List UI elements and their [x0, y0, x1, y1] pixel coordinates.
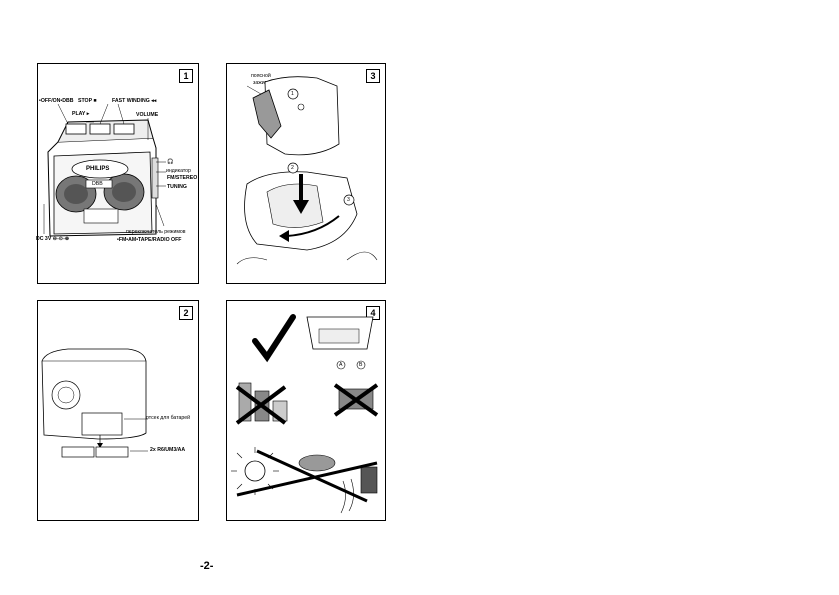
- label-fm-am-tape: •FM•AM•TAPE/RADIO OFF: [117, 237, 182, 243]
- figure-panel-2: 2 отсек для батарей 2x R6/UM3/AA: [37, 300, 199, 521]
- belt-clip-illustration: [236, 76, 378, 265]
- label-fast-winding: FAST WINDING ◂◂: [112, 98, 157, 104]
- label-belt-clip-line2: зажим: [253, 80, 269, 86]
- figure-panel-1: 1: [36, 63, 199, 284]
- label-indicator: индикатор: [166, 168, 191, 174]
- panel-number: 3: [366, 69, 380, 83]
- brand-logo: PHILIPS: [86, 166, 110, 172]
- dbb-badge: DBB: [92, 181, 103, 187]
- panel-number: 2: [179, 306, 193, 320]
- panel-number: 1: [179, 69, 193, 83]
- battery-compartment-illustration: [41, 348, 148, 458]
- connector-label-b: B: [359, 362, 363, 368]
- step-1-marker: 1: [291, 91, 294, 97]
- label-play: PLAY ▸: [72, 111, 90, 117]
- label-mode-switch: переключатель режимов: [126, 229, 186, 235]
- step-3-marker: 3: [347, 197, 350, 203]
- label-belt-clip-line1: поясной: [251, 73, 271, 79]
- step-2-marker: 2: [291, 165, 294, 171]
- label-battery-compartment: отсек для батарей: [146, 415, 191, 421]
- label-off-on-dbb: •OFF/ON•DBB: [39, 98, 74, 104]
- label-tuning: TUNING: [167, 184, 187, 190]
- care-warnings-illustration: [231, 314, 379, 514]
- label-battery-type: 2x R6/UM3/AA: [150, 447, 186, 453]
- headphone-icon: 🎧: [167, 159, 174, 165]
- panel-number: 4: [366, 306, 380, 320]
- label-volume: VOLUME: [136, 112, 159, 118]
- cassette-player-illustration: [43, 103, 166, 237]
- figure-panel-3: 3 поясной зажим 1 2 3: [226, 63, 386, 284]
- label-dc-input: DC 3V ⊖-⊙-⊕: [36, 236, 70, 242]
- label-fm-stereo: FM/STEREO: [167, 175, 198, 181]
- connector-label-a: A: [339, 362, 343, 368]
- figure-panel-4: 4 A B: [226, 300, 386, 521]
- label-stop: STOP ■: [78, 98, 97, 104]
- page-number: -2-: [200, 560, 214, 572]
